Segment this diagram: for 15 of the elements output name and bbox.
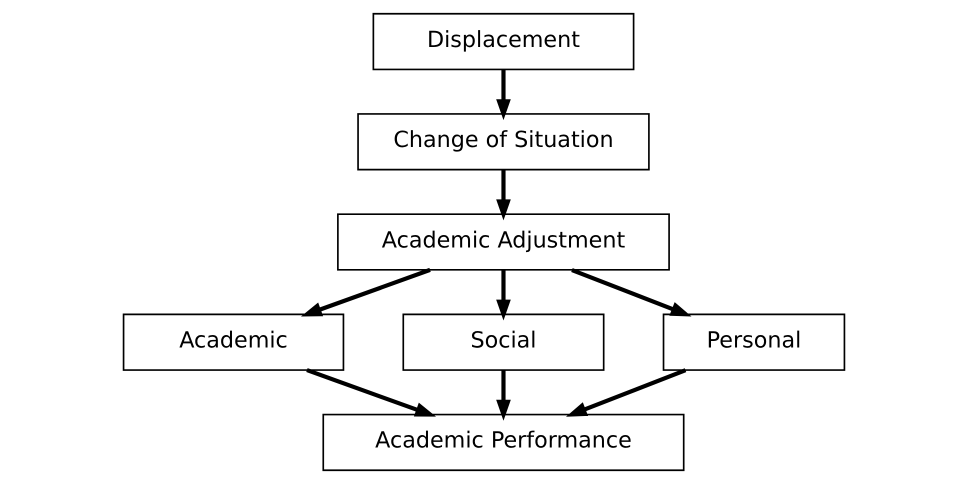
- node-box: Displacement: [372, 12, 634, 70]
- arrow: [496, 70, 511, 120]
- arrow: [496, 270, 511, 321]
- arrow: [571, 268, 692, 317]
- arrow: [300, 268, 431, 316]
- arrow: [306, 368, 436, 417]
- node-box: Social: [402, 314, 605, 371]
- arrow: [496, 170, 511, 220]
- node-box: Academic Adjustment: [337, 213, 670, 271]
- node-box: Personal: [662, 314, 846, 371]
- node-box: Academic: [122, 314, 344, 371]
- node-box: Academic Performance: [322, 414, 685, 472]
- arrow: [496, 370, 511, 421]
- arrow: [566, 368, 686, 417]
- node-box: Change of Situation: [357, 113, 650, 170]
